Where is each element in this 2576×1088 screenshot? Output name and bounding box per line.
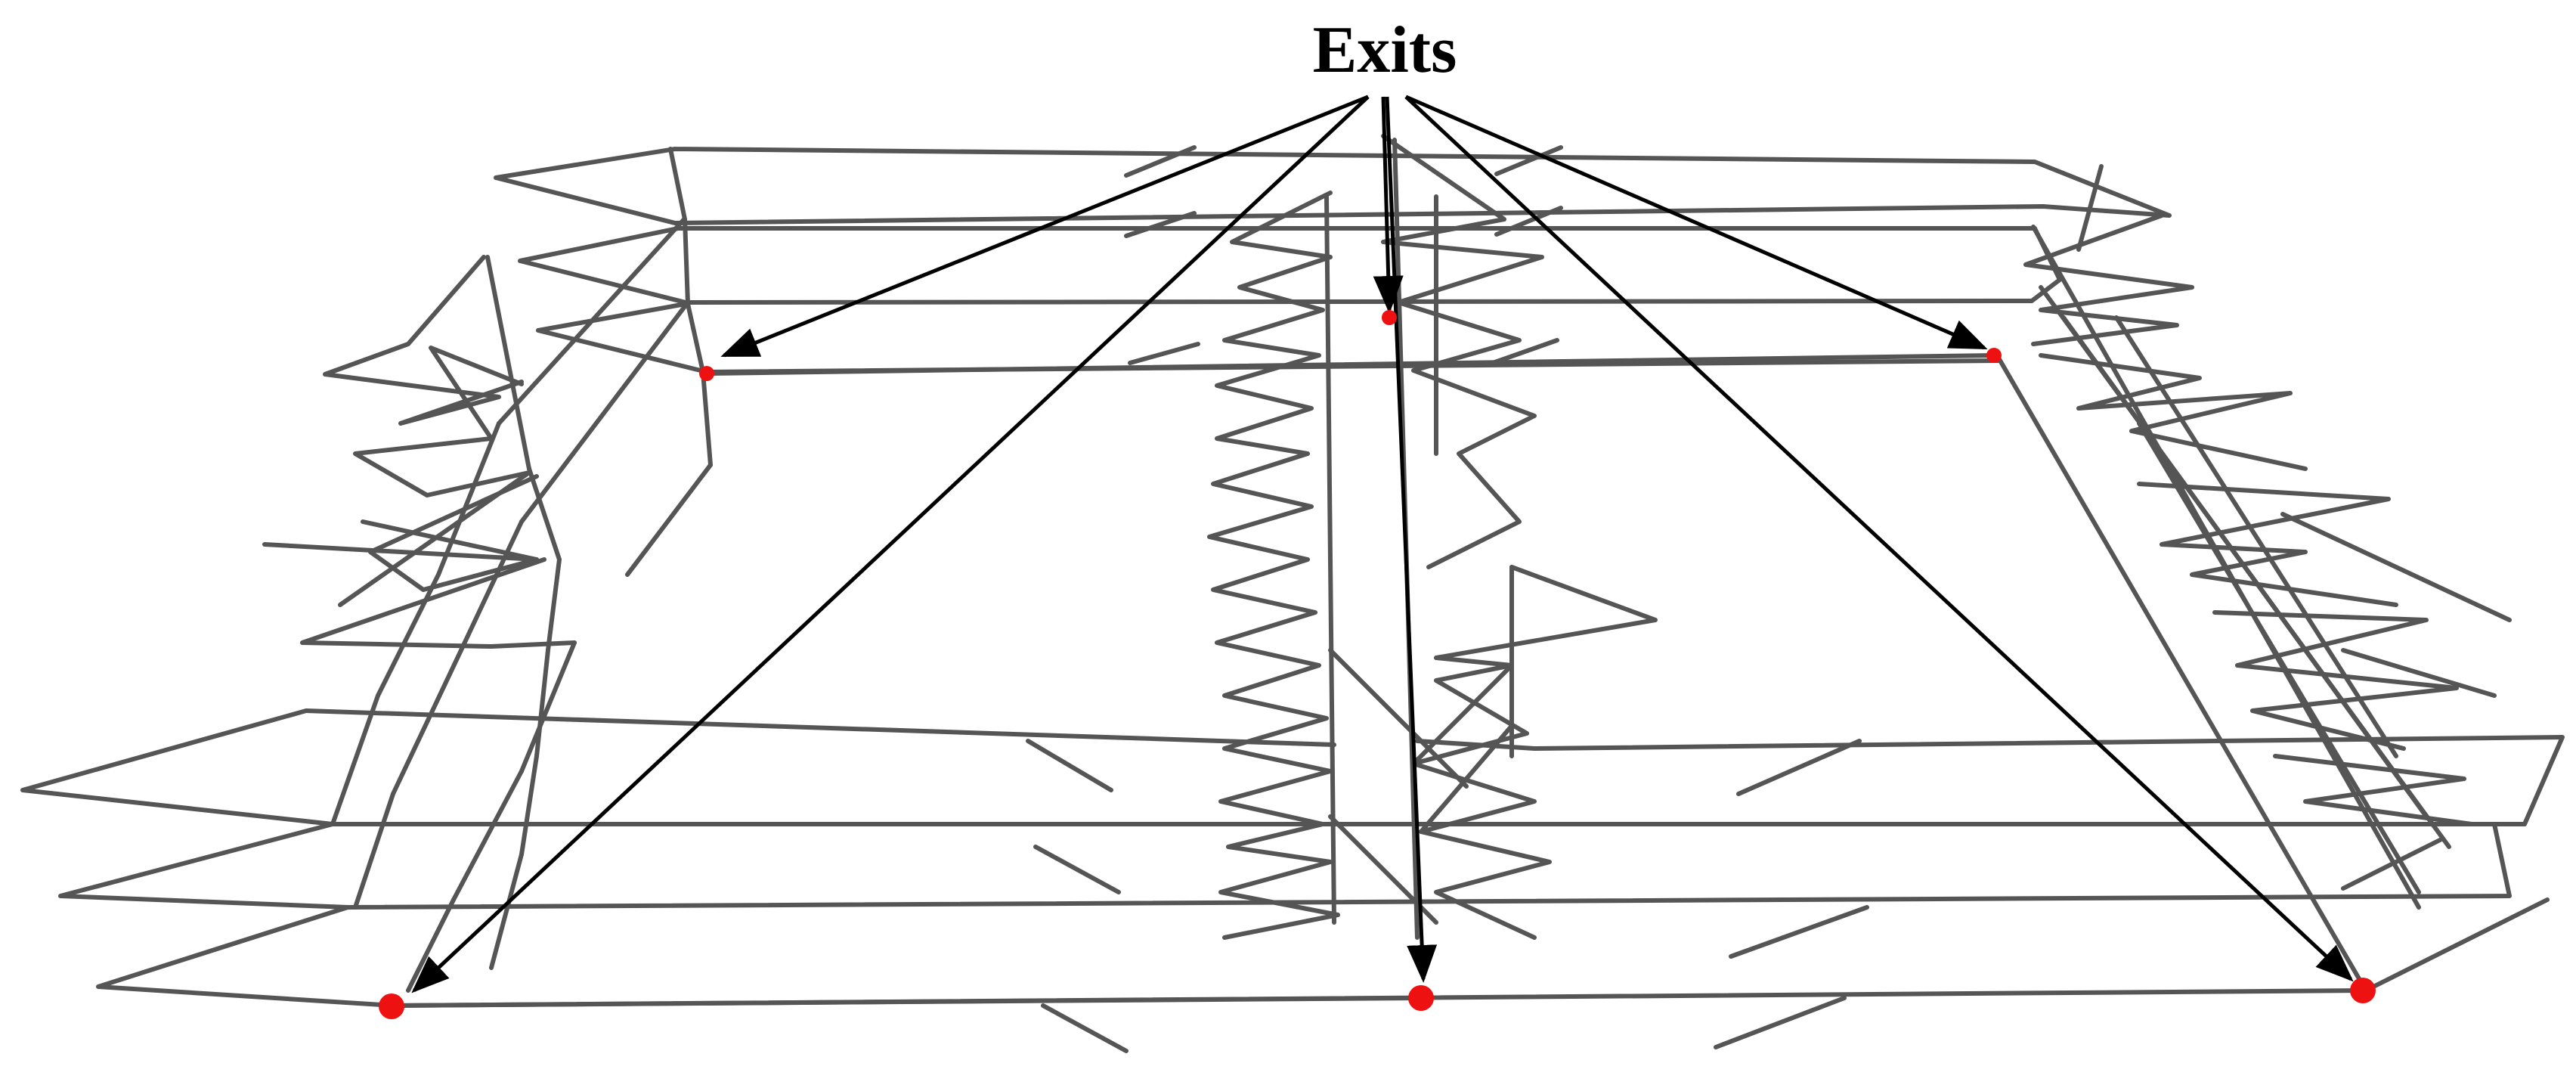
middle-tower-rail bbox=[1328, 648, 1469, 789]
middle-tower-rail bbox=[1324, 194, 1336, 925]
left-tower-rail bbox=[534, 648, 550, 758]
upper-layer-1 bbox=[494, 147, 2172, 225]
right-tower-zigzag-5 bbox=[2273, 754, 2474, 826]
left-tower-rail bbox=[262, 542, 539, 562]
left-tower-rail bbox=[338, 470, 531, 607]
arrow-to-exit-upper-center bbox=[1373, 96, 1404, 314]
upper-connector-left bbox=[668, 147, 687, 222]
arrow-to-exit-lower-left bbox=[411, 95, 1370, 993]
spur bbox=[1729, 905, 1869, 959]
left-tower-rail bbox=[436, 421, 501, 577]
left-tower-rail bbox=[519, 300, 690, 524]
right-tower-rail bbox=[2061, 315, 2429, 819]
left-tower-rail bbox=[451, 769, 524, 902]
middle-tower-rail bbox=[1411, 663, 1514, 766]
exit-marker-lower-left bbox=[379, 993, 404, 1019]
upper-connector-left-5 bbox=[625, 463, 713, 577]
exit-marker-lower-right bbox=[2350, 978, 2376, 1003]
ground-walkway bbox=[391, 996, 1423, 1008]
network-structure bbox=[20, 134, 2565, 1053]
arrow-to-exit-upper-left bbox=[720, 95, 1369, 358]
right-tower-rail bbox=[2114, 315, 2398, 758]
spur bbox=[1491, 338, 1559, 365]
middle-tower-zigzag-lower bbox=[1411, 565, 1658, 940]
spur bbox=[1494, 145, 1563, 176]
spur bbox=[1714, 996, 1847, 1049]
right-tower-rail bbox=[1997, 357, 2368, 993]
left-tower-rail bbox=[489, 852, 524, 970]
upper-connector-left-4 bbox=[701, 370, 713, 467]
left-tower-rail bbox=[391, 648, 463, 796]
left-tower-rail bbox=[527, 467, 562, 562]
ground-floor-1 bbox=[20, 708, 2565, 826]
right-tower-zigzag-4 bbox=[2212, 610, 2459, 751]
right-tower-rail bbox=[2341, 648, 2497, 698]
spur bbox=[1736, 739, 1862, 796]
left-tower-rail bbox=[330, 693, 380, 826]
upper-layer-2 bbox=[518, 226, 2062, 305]
right-tower-rail bbox=[2137, 421, 2421, 894]
exits-label: Exits bbox=[1313, 14, 1457, 87]
spur bbox=[1128, 342, 1200, 365]
right-tower-rail bbox=[2280, 512, 2512, 622]
left-tower-zigzag-1 bbox=[323, 255, 524, 426]
upper-connector-left-2 bbox=[683, 217, 690, 306]
left-tower-rail bbox=[459, 519, 524, 652]
left-tower-rail bbox=[546, 557, 562, 652]
exit-marker-upper-left bbox=[699, 366, 714, 381]
exit-marker-upper-center bbox=[1382, 310, 1397, 325]
ground-floor-2 bbox=[58, 822, 2512, 910]
left-tower-rail bbox=[519, 640, 577, 773]
spur bbox=[1041, 1003, 1129, 1053]
left-tower-rail bbox=[519, 754, 539, 857]
spur bbox=[2341, 837, 2444, 891]
upper-connector-left-3 bbox=[686, 302, 705, 374]
right-tower-zigzag-1 bbox=[2023, 213, 2194, 346]
arrow-to-exit-upper-right bbox=[1405, 95, 1988, 350]
right-tower-zigzag-3 bbox=[2137, 482, 2398, 607]
spur bbox=[1033, 845, 1121, 894]
arrow-to-exit-lower-center bbox=[1385, 96, 1438, 983]
mid-walkway bbox=[705, 353, 1996, 376]
spur bbox=[1494, 206, 1563, 237]
left-tower-zigzag-3 bbox=[361, 474, 539, 592]
arrow-to-exit-lower-right bbox=[1404, 95, 2354, 982]
spur bbox=[1124, 145, 1197, 178]
exit-marker-upper-right bbox=[1986, 348, 2002, 363]
ground-floor-connector bbox=[1415, 739, 1537, 751]
ground-floor-connector bbox=[304, 708, 1336, 747]
left-tower-rail bbox=[497, 217, 686, 426]
exit-markers bbox=[379, 310, 2376, 1019]
upper-layer-3 bbox=[536, 302, 2002, 374]
left-tower-rail bbox=[353, 792, 395, 910]
middle-tower-zigzag-left bbox=[1207, 191, 1340, 940]
middle-tower-zigzag-right bbox=[1381, 134, 1544, 569]
right-tower-rail bbox=[2076, 164, 2104, 252]
spur bbox=[1026, 739, 1113, 792]
spur bbox=[1124, 211, 1197, 238]
middle-tower-rail bbox=[1419, 724, 1514, 834]
left-tower-rail bbox=[485, 255, 531, 471]
right-tower-zigzag-2 bbox=[2039, 353, 2308, 471]
left-tower-zigzag-2 bbox=[353, 346, 531, 498]
exit-marker-lower-center bbox=[1408, 985, 1434, 1011]
exit-arrows bbox=[411, 95, 2354, 993]
left-tower-rail bbox=[376, 572, 441, 698]
